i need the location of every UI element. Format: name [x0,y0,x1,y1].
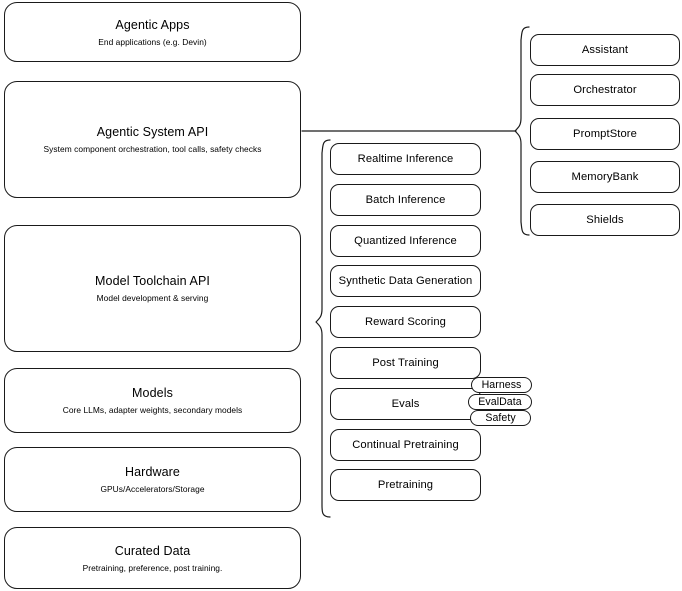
layer-subtitle: Core LLMs, adapter weights, secondary mo… [62,405,243,415]
capability-label: Continual Pretraining [352,439,459,451]
capability-batch-inference[interactable]: Batch Inference [330,184,481,216]
layer-title: Model Toolchain API [95,274,210,288]
capability-label: Batch Inference [365,194,446,206]
eval-pill-evaldata[interactable]: EvalData [468,394,532,410]
layer-model-toolchain-api[interactable]: Model Toolchain API Model development & … [4,225,301,352]
capability-evals[interactable]: Evals [330,388,481,420]
layer-title: Curated Data [114,543,191,558]
eval-pill-label: Harness [481,379,522,391]
eval-pill-label: Safety [485,412,516,424]
layer-agentic-apps[interactable]: Agentic Apps End applications (e.g. Devi… [4,2,301,62]
capability-reward-scoring[interactable]: Reward Scoring [330,306,481,338]
eval-pill-harness[interactable]: Harness [471,377,532,393]
component-label: Shields [586,214,624,226]
layer-title: Agentic System API [96,125,209,139]
layer-title: Models [132,386,173,400]
capability-synthetic-data-generation[interactable]: Synthetic Data Generation [330,265,481,297]
capability-label: Evals [391,398,420,410]
capability-continual-pretraining[interactable]: Continual Pretraining [330,429,481,461]
toolchain-capabilities-brace [315,139,331,518]
capability-label: Pretraining [377,479,434,491]
capability-label: Quantized Inference [354,235,457,247]
capability-realtime-inference[interactable]: Realtime Inference [330,143,481,175]
capability-label: Synthetic Data Generation [338,275,473,287]
component-shields[interactable]: Shields [530,204,680,236]
component-label: PromptStore [573,128,637,140]
layer-subtitle: End applications (e.g. Devin) [98,36,207,47]
component-promptstore[interactable]: PromptStore [530,118,680,150]
component-assistant[interactable]: Assistant [530,34,680,66]
capability-label: Post Training [372,357,439,369]
layer-subtitle: Model development & serving [96,293,209,303]
layer-agentic-system-api[interactable]: Agentic System API System component orch… [4,81,301,198]
layer-curated-data[interactable]: Curated Data Pretraining, preference, po… [4,527,301,589]
component-label: Orchestrator [573,84,637,96]
layer-subtitle: GPUs/Accelerators/Storage [100,484,205,494]
eval-pill-safety[interactable]: Safety [470,410,531,426]
system-components-brace [514,26,530,236]
capability-pretraining[interactable]: Pretraining [330,469,481,501]
component-label: MemoryBank [571,171,639,183]
layer-title: Hardware [125,465,180,479]
capability-post-training[interactable]: Post Training [330,347,481,379]
capability-label: Realtime Inference [357,153,454,165]
layer-hardware[interactable]: Hardware GPUs/Accelerators/Storage [4,447,301,512]
layer-models[interactable]: Models Core LLMs, adapter weights, secon… [4,368,301,433]
layer-subtitle: System component orchestration, tool cal… [43,144,262,154]
component-memorybank[interactable]: MemoryBank [530,161,680,193]
component-label: Assistant [581,44,629,56]
component-orchestrator[interactable]: Orchestrator [530,74,680,106]
layer-title: Agentic Apps [115,17,190,32]
layer-subtitle: Pretraining, preference, post training. [82,562,223,573]
eval-pill-label: EvalData [478,396,522,408]
capability-quantized-inference[interactable]: Quantized Inference [330,225,481,257]
capability-label: Reward Scoring [365,316,446,328]
